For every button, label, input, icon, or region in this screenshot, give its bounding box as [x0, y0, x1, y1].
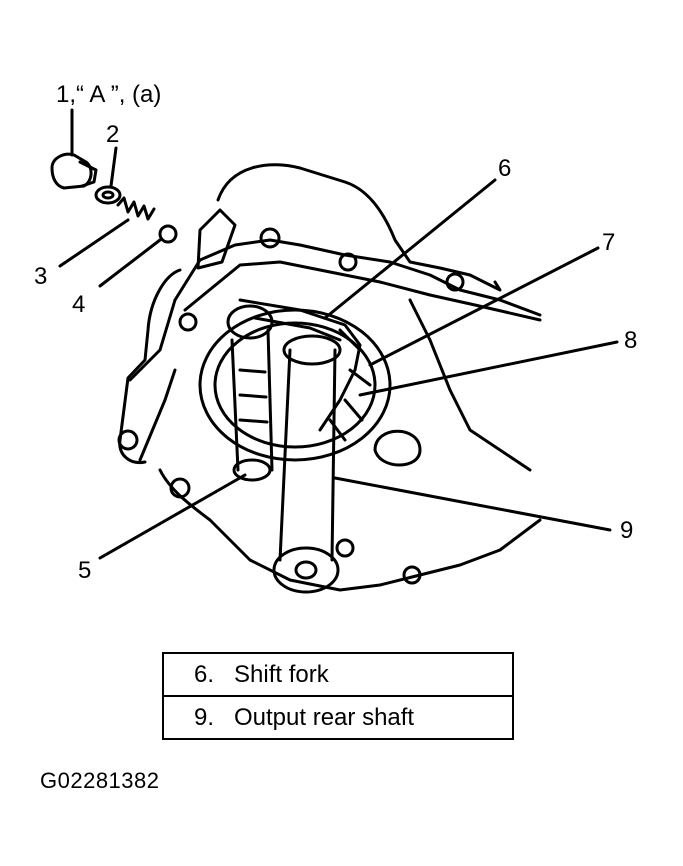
callout-3: 3	[34, 263, 47, 290]
callout-1: 1,“ A ”, (a)	[56, 81, 161, 108]
case-hole	[373, 429, 422, 467]
case-rib	[408, 298, 532, 472]
leader-line-5	[98, 473, 247, 560]
callout-2: 2	[106, 121, 119, 148]
shaft-top	[282, 334, 342, 366]
callout-9: 9	[620, 517, 633, 544]
bearing-race	[213, 321, 377, 449]
callout-8: 8	[624, 327, 637, 354]
shift-rod	[230, 328, 274, 472]
detent-boss	[196, 208, 237, 270]
bolt-hole	[402, 565, 422, 585]
bearing-rollers	[328, 328, 372, 442]
legend-row: 9. Output rear shaft	[162, 695, 514, 740]
shift-fork	[238, 298, 362, 432]
plug-bolt-thread	[78, 160, 98, 188]
shaft-center-hole	[294, 560, 318, 580]
bolt-hole	[335, 538, 355, 558]
callout-7: 7	[602, 229, 615, 256]
plug-bolt	[50, 152, 93, 190]
bolt-hole	[445, 272, 465, 292]
bolt-hole	[259, 227, 281, 249]
legend-text: Output rear shaft	[234, 703, 415, 731]
shaft-end	[272, 546, 340, 594]
gasket	[94, 185, 122, 205]
leader-line-4	[98, 238, 162, 288]
housing-outline	[118, 163, 542, 592]
spring	[116, 196, 156, 221]
leader-line-3	[58, 218, 130, 268]
legend-row: 6. Shift fork	[162, 652, 514, 697]
bearing-bore	[198, 308, 392, 462]
bolt-hole	[117, 429, 139, 451]
bolt-hole	[169, 477, 191, 499]
legend-text: Shift fork	[234, 660, 329, 688]
leader-line-7	[368, 246, 600, 367]
shift-rod-top	[226, 304, 274, 340]
detent-ball	[158, 224, 178, 244]
rod-groove	[238, 368, 269, 424]
legend-cell: 9. Output rear shaft	[162, 695, 514, 740]
callout-5: 5	[78, 557, 91, 584]
legend-cell: 6. Shift fork	[162, 652, 514, 697]
leader-line-6	[323, 178, 497, 320]
bolt-hole	[338, 252, 358, 272]
flange-inner-edge	[183, 260, 542, 322]
callout-4: 4	[72, 291, 85, 318]
shift-rod-end	[232, 458, 272, 482]
left-flange	[128, 298, 177, 462]
leader-line-8	[358, 340, 619, 397]
legend-number: 9.	[193, 703, 214, 731]
leader-line-9	[333, 476, 612, 532]
leader-line-2	[109, 146, 118, 188]
callout-6: 6	[498, 155, 511, 182]
figure-code: G02281382	[40, 768, 160, 793]
gasket-hole	[101, 190, 115, 200]
legend-table: 6. Shift fork 9. Output rear shaft	[162, 652, 514, 740]
output-rear-shaft	[278, 348, 337, 562]
bolt-hole	[178, 312, 198, 332]
legend-number: 6.	[193, 660, 214, 688]
